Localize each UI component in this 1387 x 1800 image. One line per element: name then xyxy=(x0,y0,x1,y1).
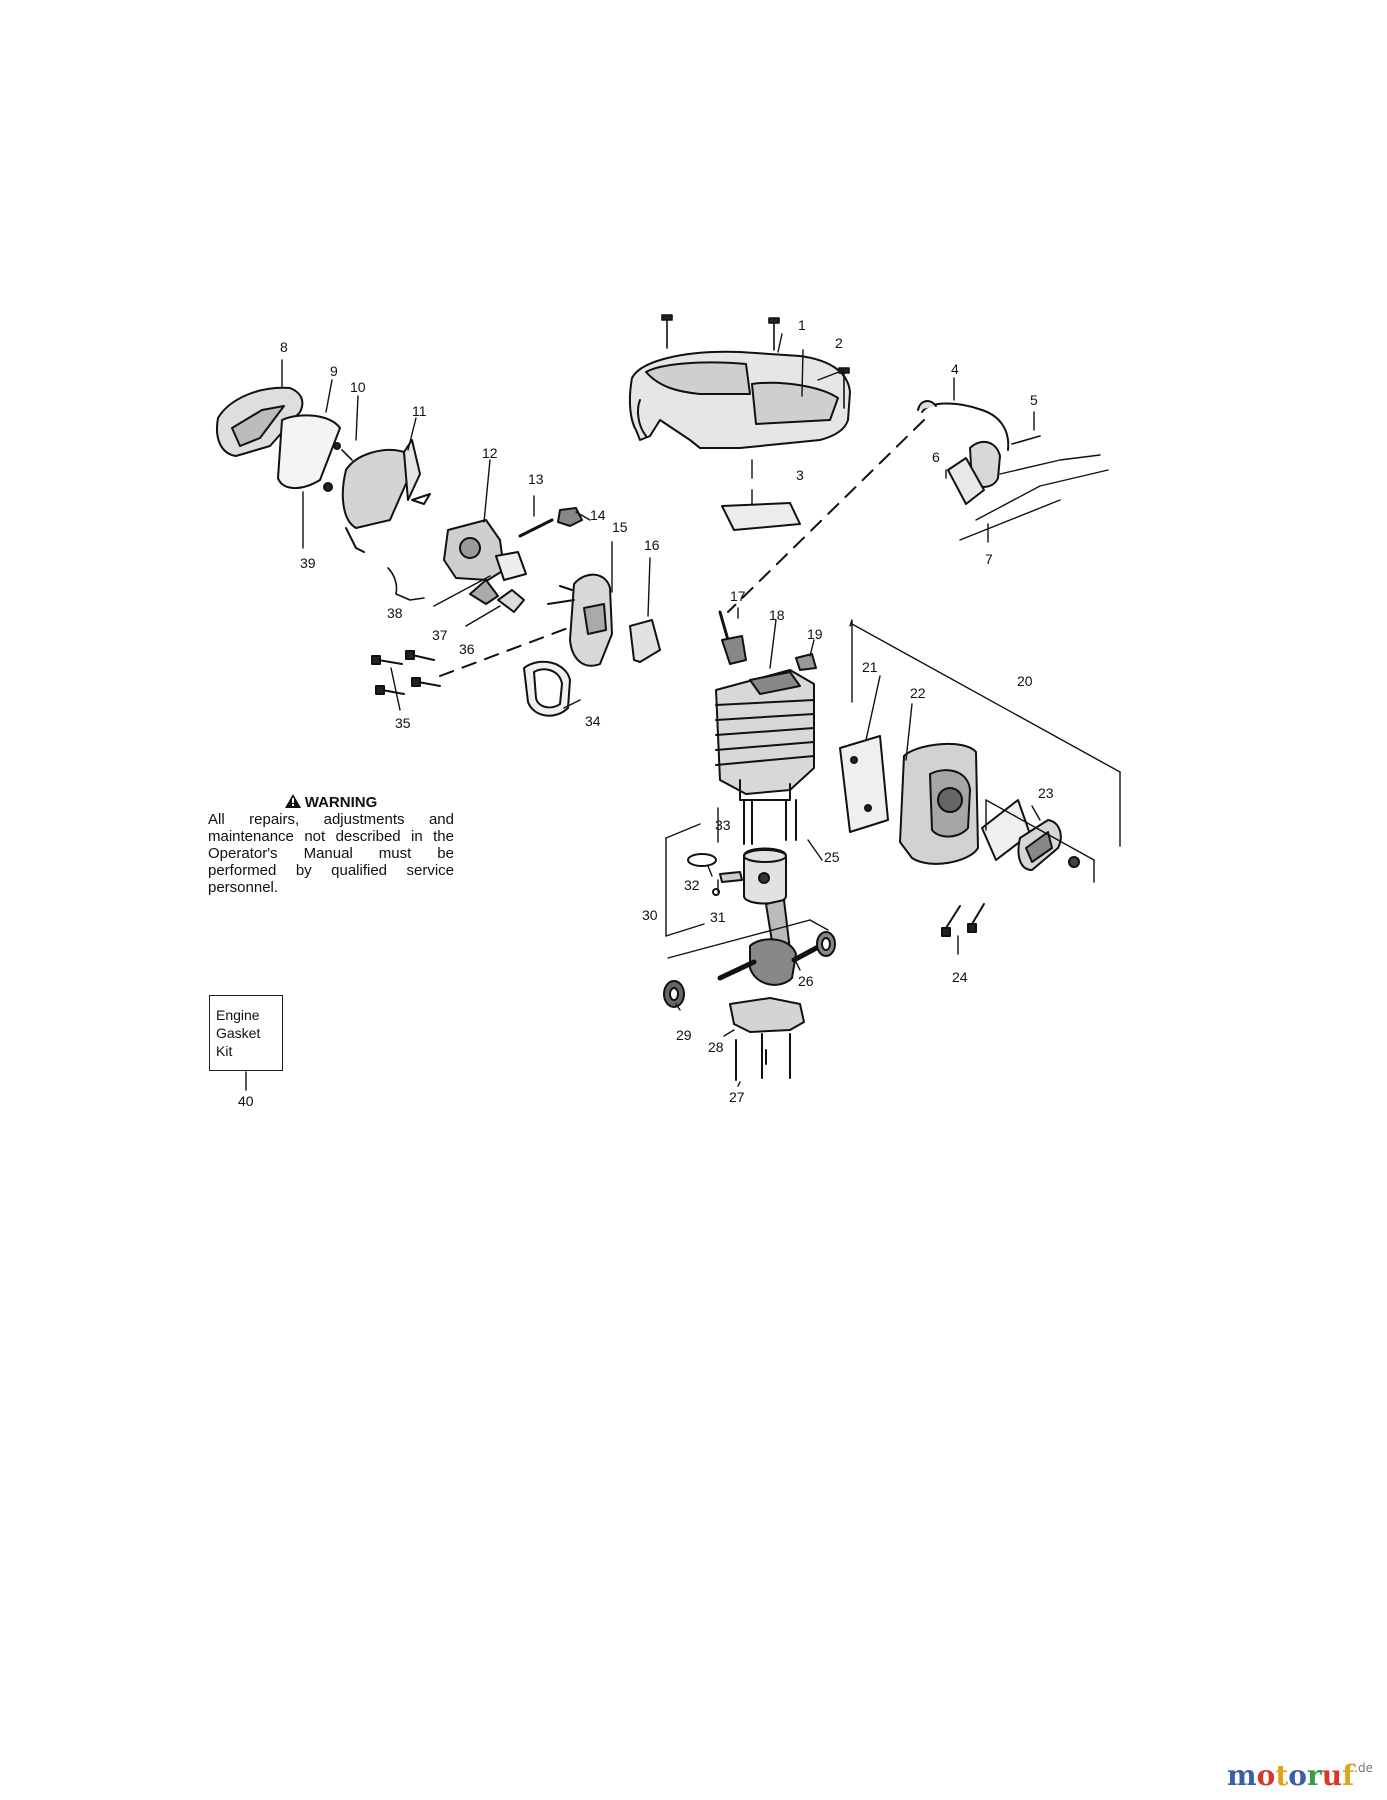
callout-17: 17 xyxy=(730,588,746,604)
callout-38: 38 xyxy=(387,605,403,621)
engine-gasket-kit-box: Engine Gasket Kit xyxy=(209,995,283,1071)
callout-7: 7 xyxy=(985,551,993,567)
callout-25: 25 xyxy=(824,849,840,865)
callout-35: 35 xyxy=(395,715,411,731)
callout-39: 39 xyxy=(300,555,316,571)
kit-line-1: Engine xyxy=(216,1007,260,1023)
top-cover-part xyxy=(628,350,851,449)
warning-body: All repairs, adjustments and maintenance… xyxy=(208,811,454,896)
warning-title-row: WARNING xyxy=(208,794,454,811)
warning-icon xyxy=(284,794,301,808)
callout-33: 33 xyxy=(715,817,731,833)
warning-title: WARNING xyxy=(304,794,378,811)
crankshaft-part xyxy=(717,899,823,986)
callout-40: 40 xyxy=(238,1093,254,1109)
callout-30: 30 xyxy=(642,907,658,923)
spark-plug-part xyxy=(718,610,747,665)
callout-26: 26 xyxy=(798,973,814,989)
logo-letter: f xyxy=(1342,1759,1355,1792)
logo-letter: t xyxy=(1275,1759,1289,1792)
callout-29: 29 xyxy=(676,1027,692,1043)
callout-6: 6 xyxy=(932,449,940,465)
ignition-module-part xyxy=(917,400,1109,541)
callout-8: 8 xyxy=(280,339,288,355)
warning-notice: WARNING All repairs, adjustments and mai… xyxy=(208,794,454,896)
callout-28: 28 xyxy=(708,1039,724,1055)
logo-letter: r xyxy=(1306,1759,1322,1792)
kit-line-3: Kit xyxy=(216,1043,233,1059)
callout-5: 5 xyxy=(1030,392,1038,408)
callout-31: 31 xyxy=(710,909,726,925)
logo-tld: .de xyxy=(1354,1761,1373,1775)
callout-36: 36 xyxy=(459,641,475,657)
muffler-part xyxy=(899,742,979,865)
crankcase-part xyxy=(729,997,805,1033)
bearing-parts xyxy=(663,931,836,1008)
callout-11: 11 xyxy=(412,403,427,419)
callout-3: 3 xyxy=(796,467,804,483)
callout-16: 16 xyxy=(644,537,660,553)
callout-34: 34 xyxy=(585,713,601,729)
intake-manifold-part xyxy=(547,573,613,667)
callout-18: 18 xyxy=(769,607,785,623)
callout-15: 15 xyxy=(612,519,628,535)
filter-cover-part xyxy=(216,386,304,457)
callout-19: 19 xyxy=(807,626,823,642)
callout-32: 32 xyxy=(684,877,700,893)
callout-37: 37 xyxy=(432,627,448,643)
logo-letter: o xyxy=(1256,1759,1276,1792)
callout-2: 2 xyxy=(835,335,843,351)
callout-27: 27 xyxy=(729,1089,745,1105)
air-filter-part xyxy=(277,414,341,489)
callout-9: 9 xyxy=(330,363,338,379)
callout-13: 13 xyxy=(528,471,544,487)
callout-12: 12 xyxy=(482,445,498,461)
callout-14: 14 xyxy=(590,507,606,523)
cylinder-part xyxy=(715,669,815,801)
filter-base-part xyxy=(341,439,431,553)
callout-10: 10 xyxy=(350,379,366,395)
callout-22: 22 xyxy=(910,685,926,701)
logo-letter: u xyxy=(1321,1759,1343,1792)
piston-part xyxy=(743,847,787,905)
intake-bolts xyxy=(371,650,441,695)
callout-20: 20 xyxy=(1017,673,1033,689)
callout-1: 1 xyxy=(798,317,806,333)
logo-letter: o xyxy=(1288,1759,1307,1792)
callout-4: 4 xyxy=(951,361,959,377)
callout-21: 21 xyxy=(862,659,878,675)
callout-24: 24 xyxy=(952,969,968,985)
callout-23: 23 xyxy=(1038,785,1054,801)
cover-gasket-part xyxy=(721,502,801,531)
carburetor-part xyxy=(443,519,505,605)
logo-letter: m xyxy=(1227,1759,1257,1792)
intake-gasket-part xyxy=(629,619,661,663)
kit-line-2: Gasket xyxy=(216,1025,261,1041)
muffler-gasket-part xyxy=(839,735,889,833)
motoruf-logo[interactable]: motoruf.de xyxy=(1227,1762,1373,1790)
